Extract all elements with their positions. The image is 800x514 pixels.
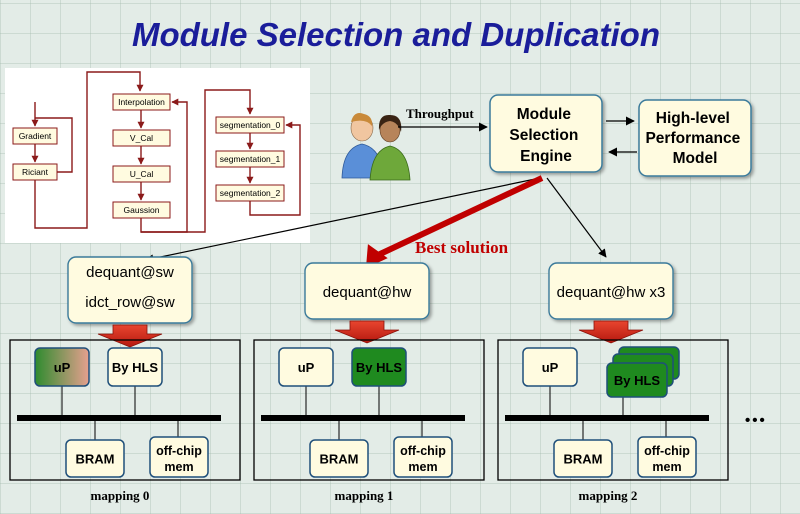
flow-connector (34, 71, 144, 229)
offchip-label: mem (652, 460, 681, 474)
mapping-caption: mapping 2 (579, 488, 638, 503)
mappings: dequant@sw idct_row@sw uP By HLS BRAM off-chi… (9, 256, 729, 503)
bram-box (309, 439, 369, 478)
down-arrow-icon (334, 320, 400, 344)
mapping-caption: mapping 1 (335, 488, 394, 503)
perf-label-line: Model (673, 150, 718, 167)
bram-box (553, 439, 613, 478)
perf-label-line: High-level (656, 110, 730, 127)
platform-frame-0 (9, 339, 241, 481)
flow-node-interpolation-label: Interpolation (118, 97, 165, 107)
platform-frame-2 (497, 339, 729, 481)
offchip-label: off-chip (156, 444, 202, 458)
hls-box-label: By HLS (112, 360, 159, 375)
down-arrow-icon (578, 320, 644, 344)
solution-box-1 (304, 262, 430, 320)
flow-node-segmentation-0-label: segmentation_0 (220, 120, 281, 130)
flow-node-gradient-label: Gradient (19, 131, 52, 141)
up-box-label: uP (298, 360, 315, 375)
up-box (278, 347, 334, 387)
hls-box (351, 347, 407, 387)
arrow-to-solution-0 (145, 177, 541, 263)
up-box-label: uP (542, 360, 559, 375)
bram-box-label: BRAM (76, 452, 115, 467)
bram-box-label: BRAM (320, 452, 359, 467)
offchip-mem-box (149, 436, 209, 478)
offchip-label: mem (164, 460, 193, 474)
flow-node-segmentation-2-label: segmentation_2 (220, 188, 281, 198)
solution-text: dequant@hw (323, 284, 412, 301)
offchip-mem-box (637, 436, 697, 478)
up-box (34, 347, 90, 387)
mapping-2: dequant@hw x3 uP By HLS BRAM off-chip memmapp… (497, 262, 729, 503)
system-bus (261, 415, 465, 421)
flow-node-segmentation-1-label: segmentation_1 (220, 154, 281, 164)
performance-model-box (638, 99, 752, 177)
hls-box-label: By HLS (356, 360, 403, 375)
up-box-label: uP (54, 360, 71, 375)
module-selection-engine-box (489, 94, 603, 173)
down-arrow-icon (97, 324, 163, 348)
more-mappings-ellipsis: ••• (745, 412, 767, 429)
hls-box (107, 347, 163, 387)
flow-node-gaussion-label: Gaussion (124, 205, 160, 215)
bram-box (65, 439, 125, 478)
flow-connector (141, 89, 254, 233)
flow-node-v-cal-label: V_Cal (130, 133, 153, 143)
solution-text: dequant@sw (86, 264, 174, 281)
mapping-caption: mapping 0 (91, 488, 150, 503)
flow-node-u-cal-label: U_Cal (130, 169, 154, 179)
best-solution-arrow (365, 175, 544, 269)
solution-text: dequant@hw x3 (557, 284, 666, 301)
perf-label: High-level Performance Model (645, 110, 744, 167)
page-title: Module Selection and Duplication (132, 16, 660, 53)
platform-frame-1 (253, 339, 485, 481)
hls-box-label: By HLS (614, 373, 661, 388)
system-bus (17, 415, 221, 421)
offchip-mem-box (393, 436, 453, 478)
best-solution-label: Best solution (415, 238, 509, 257)
engine-label-line: Selection (509, 127, 578, 144)
engine-label: Module Selection Engine (509, 106, 582, 165)
flow-node-riciant-label: Riciant (22, 167, 49, 177)
bram-box-label: BRAM (564, 452, 603, 467)
users-icon (341, 113, 411, 181)
solution-box-0 (67, 256, 193, 324)
mapping-0: dequant@sw idct_row@sw uP By HLS BRAM off-chi… (9, 256, 241, 503)
flow-connector (249, 121, 301, 216)
engine-label-line: Engine (520, 148, 572, 165)
solution-box-2 (548, 262, 674, 320)
offchip-label: mem (408, 460, 437, 474)
system-bus (505, 415, 709, 421)
hls-box (606, 362, 668, 398)
mapping-1: dequant@hw uP By HLS BRAM off-chip mem mapping… (253, 262, 485, 503)
up-box (522, 347, 578, 387)
solution-text: idct_row@sw (85, 294, 175, 311)
offchip-label: off-chip (400, 444, 446, 458)
offchip-label: off-chip (644, 444, 690, 458)
throughput-label: Throughput (406, 106, 474, 121)
flow-connector (35, 117, 73, 173)
arrow-to-solution-2 (546, 177, 607, 258)
perf-label-line: Performance (645, 130, 740, 147)
engine-label-line: Module (517, 106, 572, 123)
